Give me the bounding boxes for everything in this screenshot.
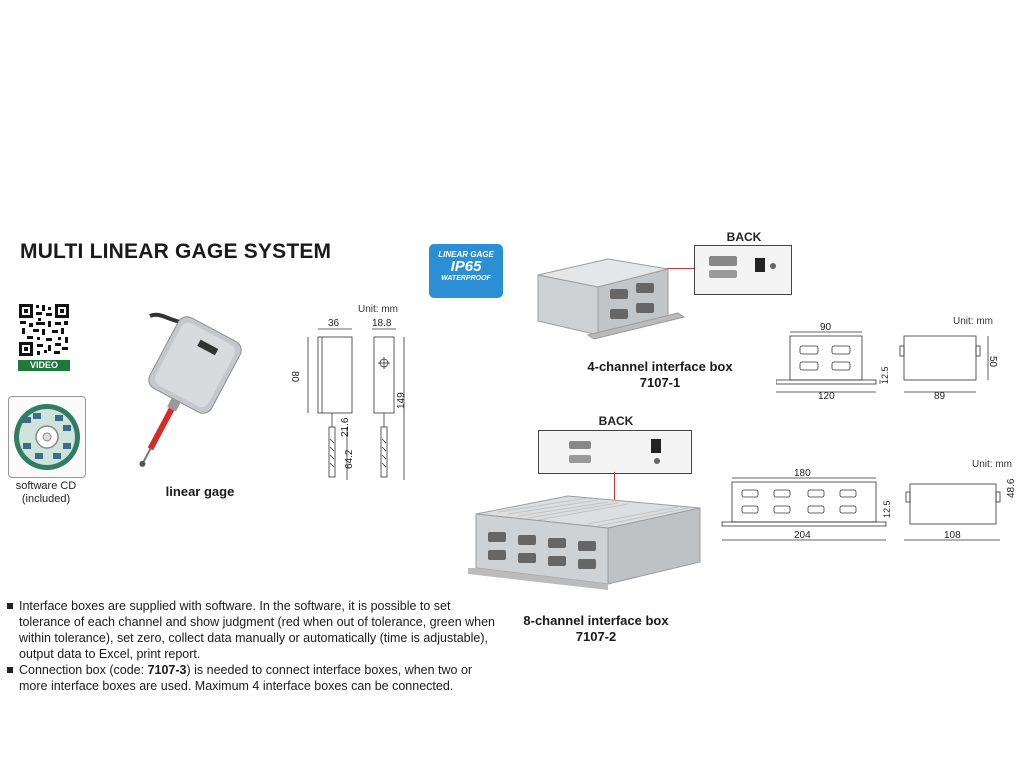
qr-code[interactable]: VIDEO xyxy=(18,303,70,371)
box8-caption-line1: 8-channel interface box xyxy=(523,613,669,628)
box4-back-connector-line xyxy=(666,268,694,269)
box4-dim-50: 50 xyxy=(987,356,998,368)
box4-photo-icon xyxy=(537,258,686,340)
linear-gage-icon xyxy=(139,312,242,467)
dim-149: 149 xyxy=(396,392,407,409)
gage-unit-label: Unit: mm xyxy=(358,304,398,315)
box4-dim-89: 89 xyxy=(934,391,946,400)
linear-gage-image xyxy=(110,310,255,480)
box8-photo-icon xyxy=(468,495,701,590)
box8-dim-12-5: 12.5 xyxy=(882,500,892,518)
box4-caption-line2: 7107-1 xyxy=(639,375,681,390)
badge-line3: WATERPROOF xyxy=(441,275,491,282)
dim-80: 80 xyxy=(292,371,300,383)
note-2-pre: Connection box (code: xyxy=(19,663,148,677)
dim-18-8: 18.8 xyxy=(372,318,392,329)
box4-unit-label: Unit: mm xyxy=(953,316,993,327)
badge-line1: LINEAR GAGE xyxy=(438,250,494,259)
box8-caption-line2: 7107-2 xyxy=(575,629,617,644)
box4-caption: 4-channel interface box 7107-1 xyxy=(560,359,760,391)
gage-drawing-svg: 36 18.8 80 149 21.6 64.2 xyxy=(289,318,407,480)
box4-technical-drawing: 90 120 12.5 50 89 xyxy=(775,320,1016,402)
note-1-text: Interface boxes are supplied with softwa… xyxy=(19,599,496,661)
gage-technical-drawing: 36 18.8 80 149 21.6 64.2 xyxy=(289,315,412,490)
box4-dim-90: 90 xyxy=(820,322,832,333)
box4-photo xyxy=(528,255,688,345)
box4-drawing-svg: 90 120 12.5 50 89 xyxy=(775,322,998,402)
box4-dim-120: 120 xyxy=(818,391,835,400)
box8-dim-204: 204 xyxy=(794,530,811,541)
box8-photo xyxy=(468,492,708,594)
note-item-1: Interface boxes are supplied with softwa… xyxy=(6,598,496,662)
dim-64-2: 64.2 xyxy=(344,449,355,469)
box8-unit-label: Unit: mm xyxy=(972,459,1012,470)
box8-technical-drawing: 180 204 12.5 48.6 108 xyxy=(718,464,1020,546)
box8-dim-180: 180 xyxy=(794,468,811,479)
box4-back-label: BACK xyxy=(726,230,762,244)
box8-back-connector-line xyxy=(614,472,615,512)
note-2-post: ) is needed to connect interface boxes, … xyxy=(19,663,473,693)
box8-back-ports-icon xyxy=(569,439,661,464)
dim-21-6: 21.6 xyxy=(340,417,351,437)
box4-caption-line1: 4-channel interface box xyxy=(587,359,733,374)
cd-icon xyxy=(14,404,80,470)
video-label: VIDEO xyxy=(18,360,70,371)
ip65-waterproof-badge: LINEAR GAGE IP65 WATERPROOF xyxy=(429,244,503,298)
software-cd-line1: software CD xyxy=(15,480,77,492)
software-cd-image xyxy=(8,396,86,478)
box4-back-view xyxy=(694,245,792,295)
notes-section: Interface boxes are supplied with softwa… xyxy=(6,598,496,694)
box8-dim-108: 108 xyxy=(944,530,961,541)
software-cd-line2: (included) xyxy=(21,493,71,505)
box4-dim-12-5: 12.5 xyxy=(880,366,890,384)
page-title: MULTI LINEAR GAGE SYSTEM xyxy=(20,240,332,263)
box8-drawing-svg: 180 204 12.5 48.6 108 xyxy=(721,468,1017,541)
box8-back-label: BACK xyxy=(598,414,634,428)
box8-back-view xyxy=(538,430,692,474)
box8-caption: 8-channel interface box 7107-2 xyxy=(496,613,696,645)
note-item-2: Connection box (code: 7107-3) is needed … xyxy=(6,662,496,694)
box4-back-ports-icon xyxy=(709,256,776,278)
linear-gage-caption: linear gage xyxy=(165,484,235,499)
dim-36: 36 xyxy=(328,318,340,329)
badge-line2: IP65 xyxy=(450,258,482,275)
qr-code-icon xyxy=(18,303,70,357)
software-cd-caption: software CD (included) xyxy=(6,480,86,506)
note-2-code: 7107-3 xyxy=(147,663,187,677)
box8-dim-48-6: 48.6 xyxy=(1006,478,1017,498)
